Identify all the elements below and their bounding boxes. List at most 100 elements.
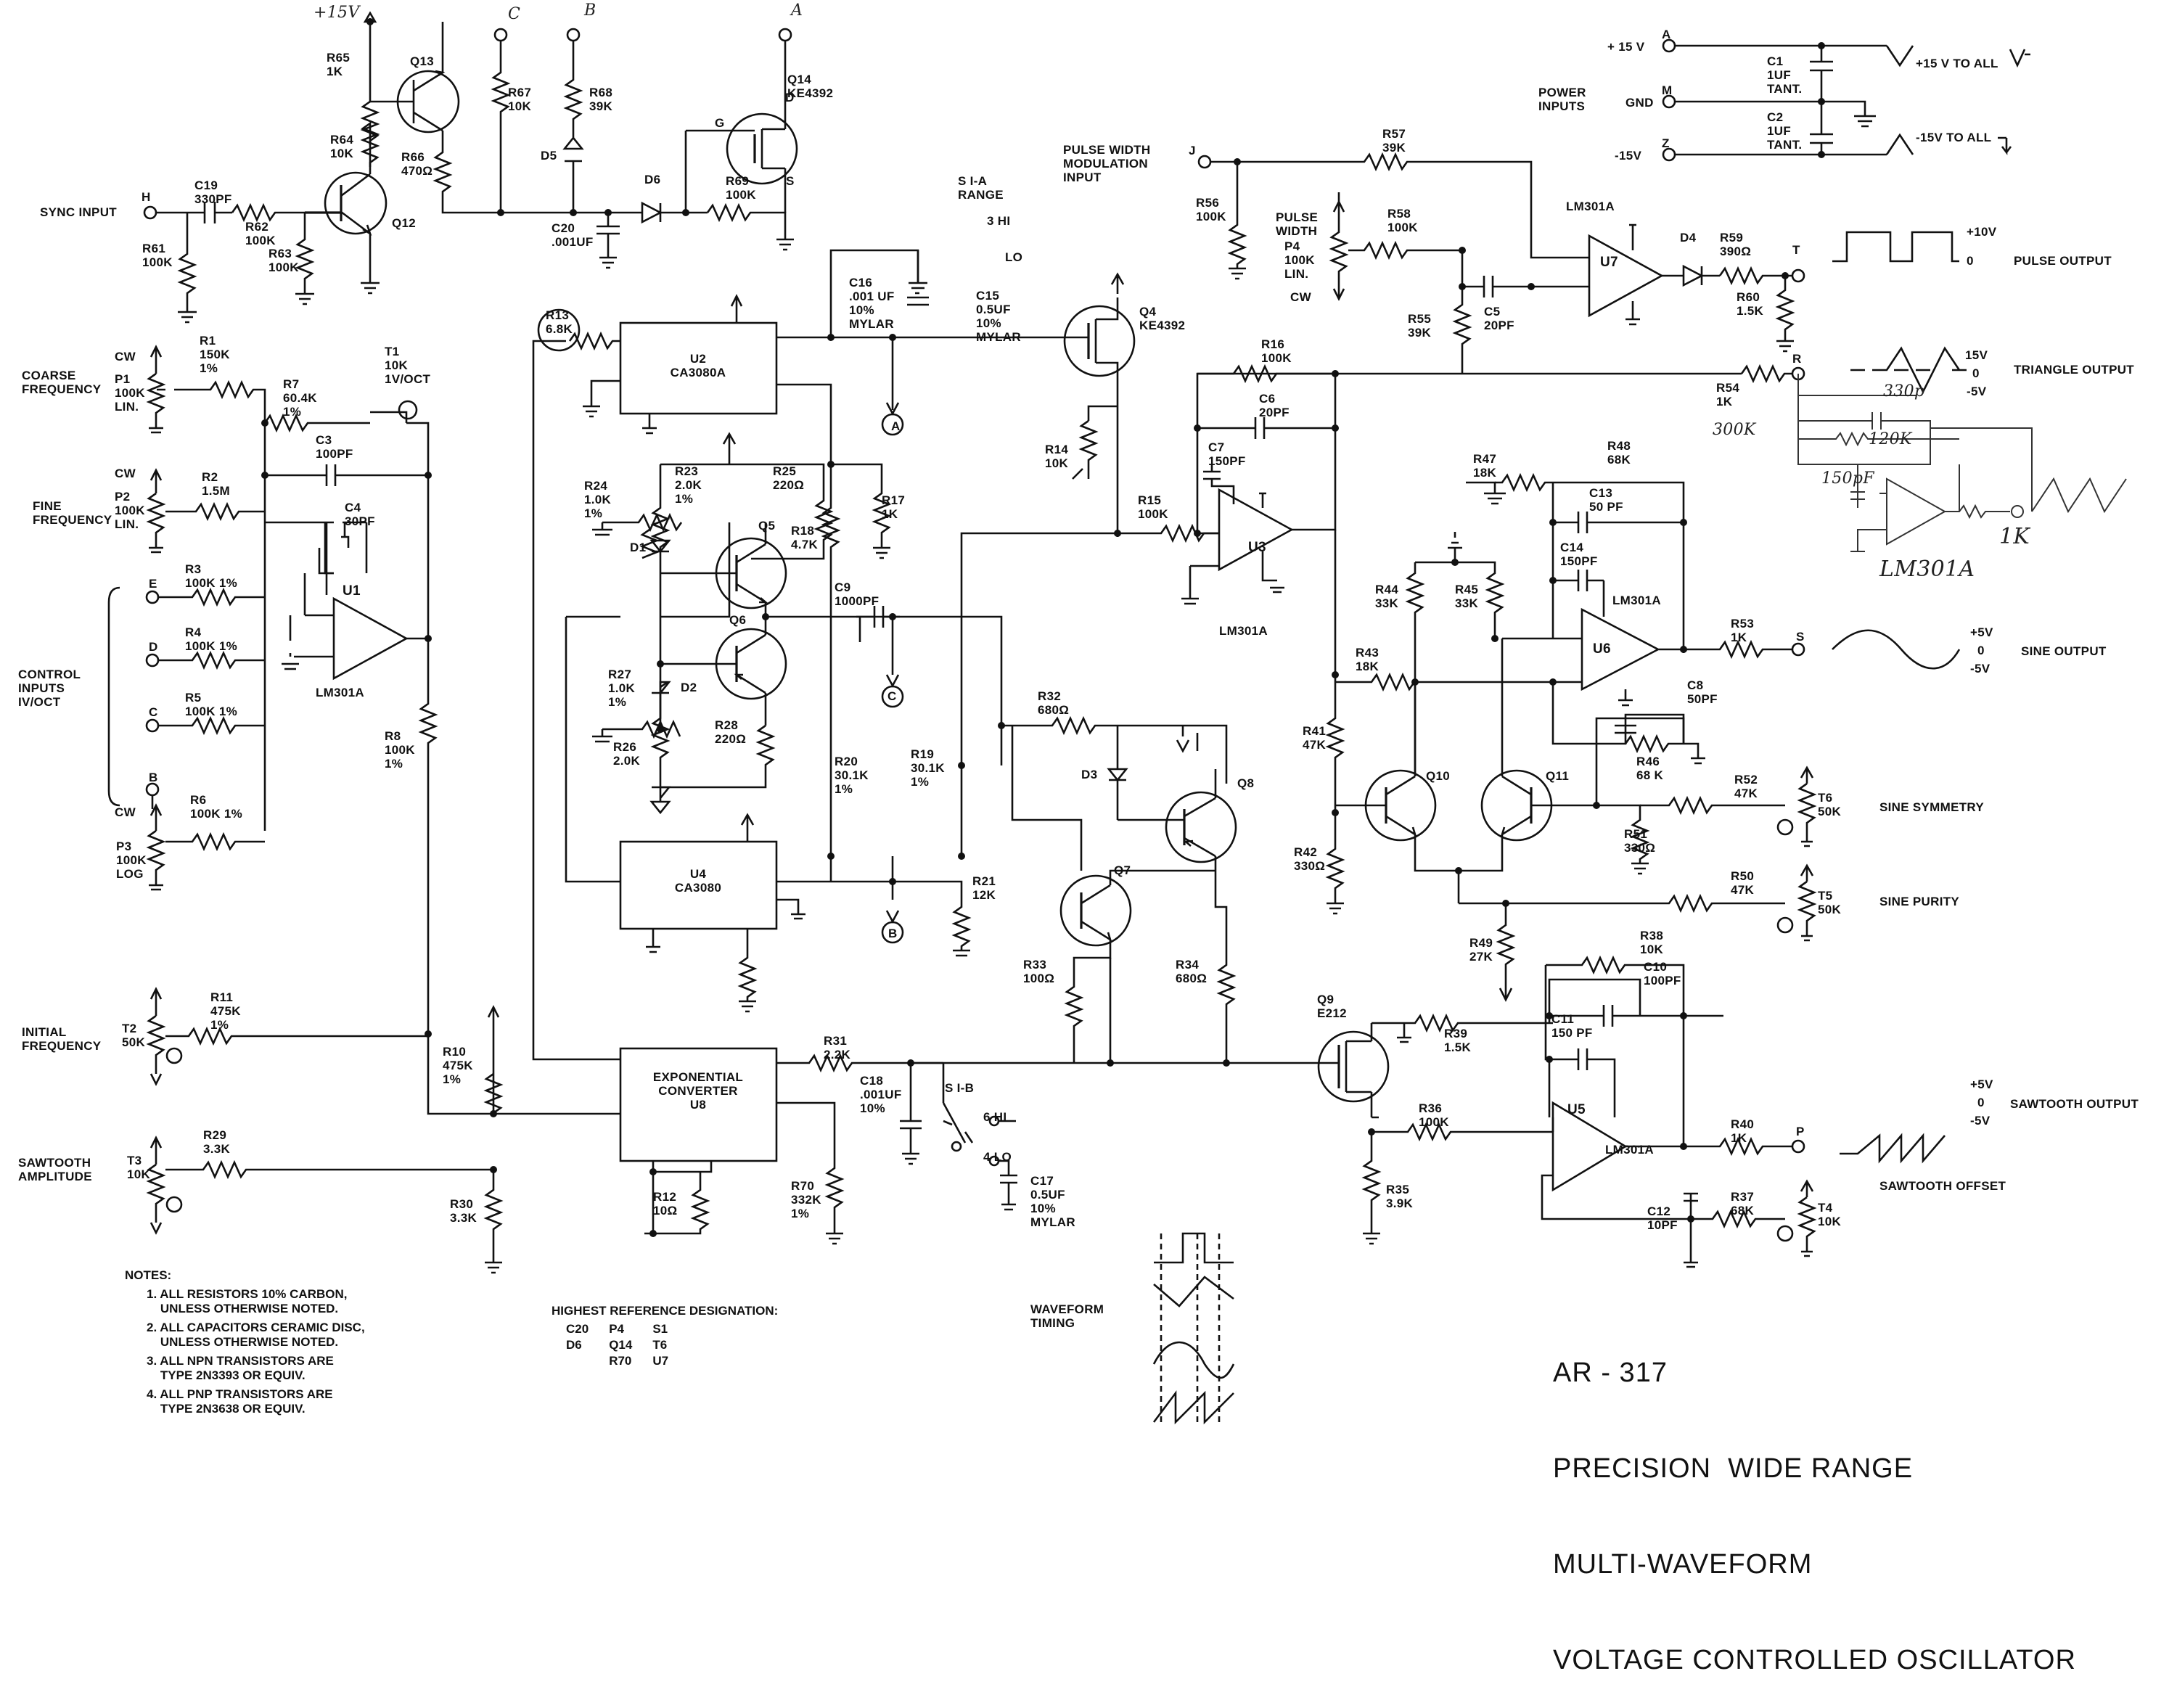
hand-res-120k: 120K — [1869, 430, 1912, 448]
terminal-r: R — [1792, 352, 1802, 366]
level-zero-pulse: 0 — [1967, 254, 1974, 268]
label-r56: R56 100K — [1196, 196, 1226, 223]
refdes-table: C20 P4 S1 D6 Q14 T6 R70 U7 — [566, 1321, 689, 1369]
power-section — [1662, 38, 2030, 162]
hand-15v: +15V — [313, 4, 360, 22]
exponential-converter-label: EXPONENTIAL CONVERTER U8 — [652, 1070, 744, 1112]
refdes-cell: C20 — [566, 1322, 589, 1336]
label-r66: R66 470Ω — [401, 150, 433, 178]
label-r40: R40 1K — [1731, 1117, 1755, 1145]
label-p3: P3 100K LOG — [116, 839, 147, 881]
label-lm301a-u6: LM301A — [1612, 594, 1661, 607]
sine-output-label: SINE OUTPUT — [2021, 644, 2107, 658]
label-c19: C19 330PF — [194, 178, 232, 206]
label-p4: P4 100K LIN. — [1284, 239, 1315, 281]
fine-frequency-label: FINE FREQUENCY — [33, 499, 112, 527]
label-r60: R60 1.5K — [1737, 290, 1764, 318]
terminal-p: P — [1796, 1125, 1805, 1138]
label-q8: Q8 — [1237, 776, 1255, 790]
label-r64: R64 10K — [330, 133, 354, 160]
label-cw-p3: CW — [115, 805, 136, 819]
range-a-label: S I-A RANGE — [958, 174, 1004, 202]
level-15v-tri: 15V — [1965, 348, 1988, 362]
label-d5: D5 — [541, 149, 557, 163]
u3-section — [1114, 364, 1742, 915]
label-r18: R18 4.7K — [791, 524, 819, 551]
terminal-z: Z — [1662, 136, 1670, 150]
hand-a: A — [791, 1, 803, 20]
node-b-label: B — [888, 927, 898, 940]
terminal-a-power: A — [1662, 28, 1671, 41]
hand-cap-150: 150pF — [1821, 469, 1874, 488]
label-r68: R68 39K — [589, 86, 613, 113]
label-c2: C2 1UF TANT. — [1767, 110, 1803, 152]
level-zero-tri: 0 — [1972, 366, 1980, 380]
label-r50: R50 47K — [1731, 869, 1755, 897]
label-r37: R37 68K — [1731, 1190, 1755, 1218]
label-t4: T4 10K — [1818, 1201, 1842, 1228]
highest-reference-designation: HIGHEST REFERENCE DESIGNATION: C20 P4 S1… — [552, 1304, 778, 1369]
terminal-b: B — [149, 771, 158, 784]
control-inputs-label: CONTROL INPUTS IV/OCT — [18, 668, 81, 709]
label-d1: D1 — [630, 541, 647, 554]
u6-section — [1335, 472, 1961, 776]
level-zero-sine: 0 — [1977, 644, 1985, 657]
label-u4: U4 CA3080 — [674, 867, 722, 895]
label-q11: Q11 — [1546, 769, 1570, 783]
q10-q11-section — [1335, 639, 1817, 1002]
label-r7: R7 60.4K 1% — [283, 377, 317, 419]
label-r52: R52 47K — [1734, 773, 1758, 800]
label-r24: R24 1.0K 1% — [584, 479, 612, 520]
hand-lm301a: LM301A — [1879, 557, 1975, 582]
label-t3: T3 10K — [127, 1154, 151, 1181]
label-u6: U6 — [1593, 641, 1611, 657]
u2-u4-section — [565, 249, 1136, 1013]
label-r51: R51 330Ω — [1624, 827, 1656, 855]
label-r46: R46 68 K — [1636, 755, 1664, 782]
label-r1: R1 150K 1% — [200, 334, 230, 375]
label-r21: R21 12K — [972, 874, 996, 902]
terminal-g-q14: G — [715, 116, 725, 130]
power-m15-label: -15V — [1615, 149, 1642, 163]
label-r62: R62 100K — [245, 220, 276, 247]
label-r47: R47 18K — [1473, 452, 1497, 480]
terminal-d: D — [149, 640, 158, 654]
label-r2: R2 1.5M — [202, 470, 230, 498]
waveform-timing — [1152, 1232, 1235, 1425]
label-r26: R26 2.0K — [613, 740, 641, 768]
label-r11: R11 475K 1% — [210, 990, 241, 1032]
level-p5v-saw: +5V — [1970, 1077, 1993, 1091]
label-c20: C20 .001UF — [552, 221, 594, 249]
label-d6: D6 — [644, 173, 661, 186]
label-r16: R16 100K — [1261, 337, 1292, 365]
label-q6: Q6 — [729, 613, 747, 627]
label-r17: R17 1K — [882, 493, 906, 521]
schematic-drawing — [107, 11, 2127, 1425]
range-b-label: S I-B — [945, 1081, 975, 1095]
power-p15-label: + 15 V — [1607, 40, 1645, 54]
label-r5: R5 100K 1% — [185, 691, 238, 718]
label-c16: C16 .001 UF 10% MYLAR — [849, 276, 895, 331]
triangle-output-label: TRIANGLE OUTPUT — [2014, 363, 2134, 377]
label-c8: C8 50PF — [1687, 678, 1718, 706]
m15-to-all-label: -15V TO ALL — [1916, 131, 1992, 144]
label-lm301a-u5: LM301A — [1605, 1143, 1654, 1157]
node-c-label: C — [887, 689, 897, 703]
refdes-cell: R70 — [609, 1354, 632, 1368]
sync-section — [143, 11, 798, 324]
label-r57: R57 39K — [1382, 127, 1406, 155]
label-r36: R36 100K — [1419, 1101, 1449, 1129]
label-c15: C15 0.5UF 10% MYLAR — [976, 289, 1021, 344]
label-q10: Q10 — [1426, 769, 1451, 783]
terminal-s-sine: S — [1796, 630, 1805, 644]
label-r33: R33 100Ω — [1023, 958, 1055, 985]
level-m5v-saw: -5V — [1970, 1114, 1991, 1128]
label-t6: T6 50K — [1818, 791, 1842, 818]
refdes-cell: U7 — [652, 1354, 669, 1368]
initial-freq-section — [146, 987, 620, 1274]
p15-to-all-label: +15 V TO ALL — [1916, 57, 1998, 70]
power-inputs-label: POWER INPUTS — [1538, 86, 1586, 113]
label-r27: R27 1.0K 1% — [608, 668, 636, 709]
label-u7: U7 — [1600, 255, 1618, 270]
hand-c: C — [508, 5, 521, 23]
